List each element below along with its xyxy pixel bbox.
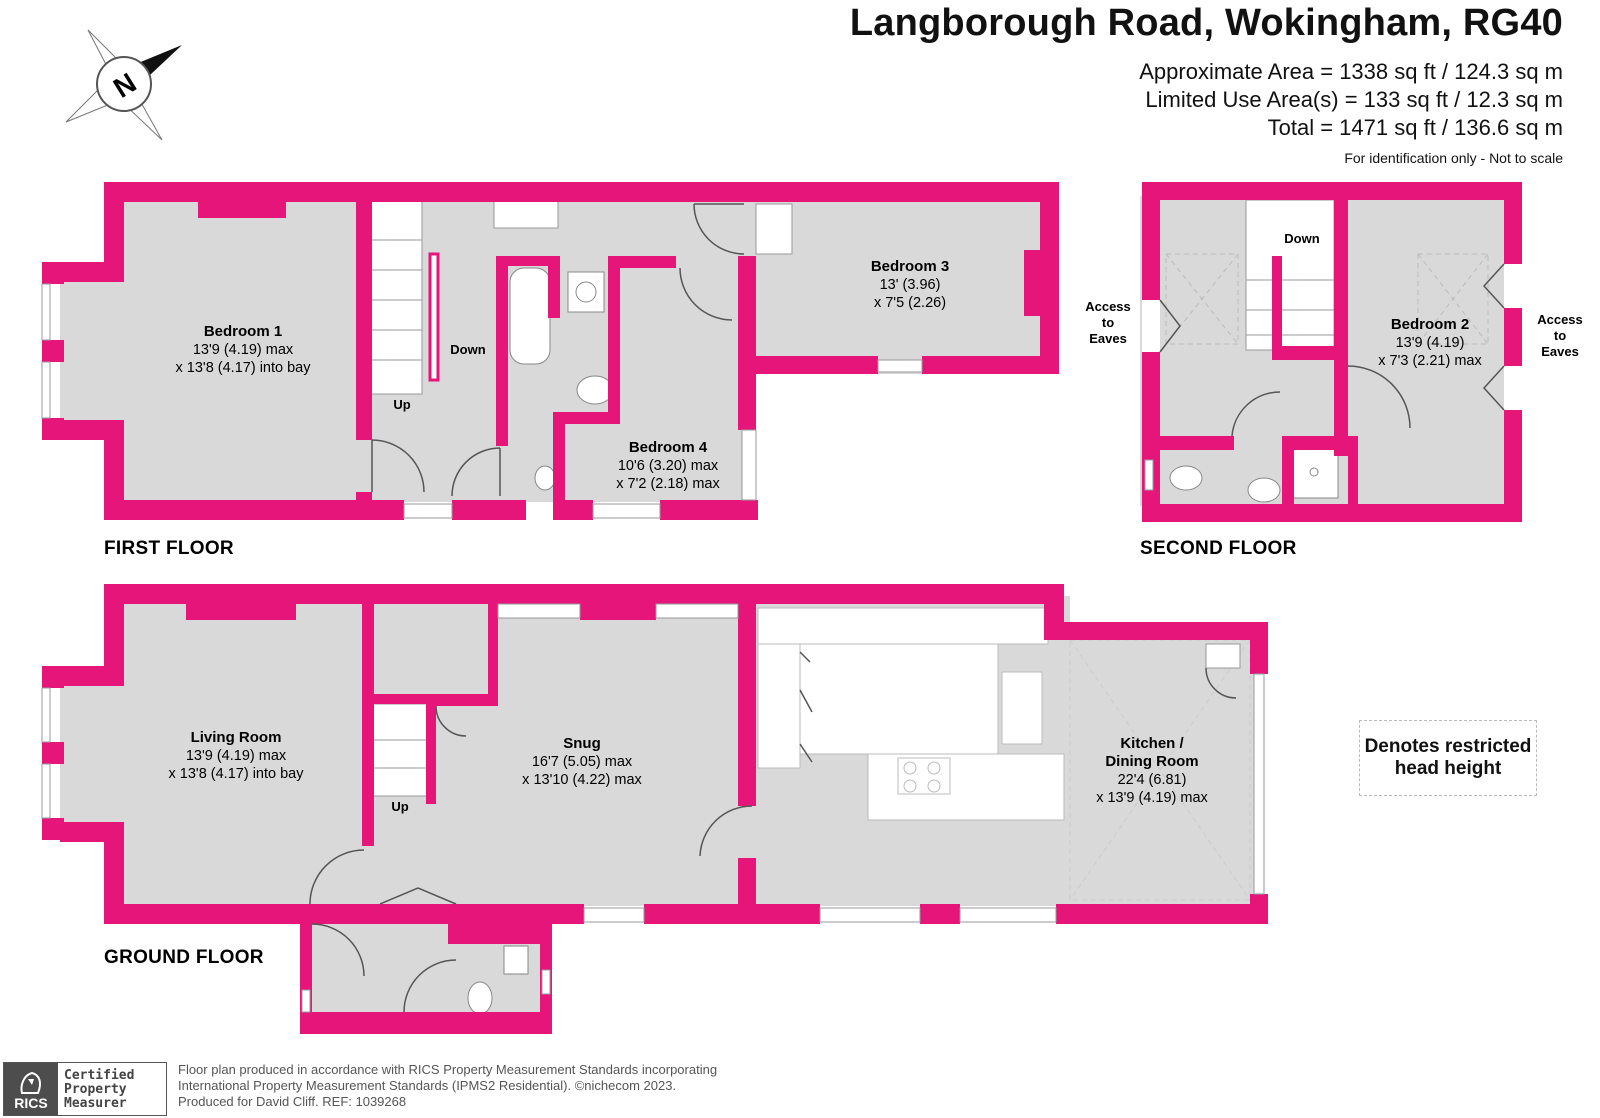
- bedroom3-name: Bedroom 3: [871, 258, 949, 275]
- bedroom2-name: Bedroom 2: [1391, 316, 1469, 333]
- snug-name: Snug: [563, 735, 601, 752]
- kitchen-dim-2: x 13'9 (4.19) max: [1096, 790, 1208, 806]
- second-floor-label: SECOND FLOOR: [1140, 538, 1297, 559]
- ground-floor-label: GROUND FLOOR: [104, 947, 264, 968]
- kitchen-name-2: Dining Room: [1105, 753, 1198, 770]
- total-area: Total = 1471 sq ft / 136.6 sq m: [1267, 115, 1563, 140]
- compass-icon: N: [65, 29, 182, 141]
- eaves-left-3: Eaves: [1089, 331, 1127, 346]
- legend-line-2: head height: [1394, 758, 1502, 779]
- bedroom4-name: Bedroom 4: [629, 439, 708, 456]
- page-title: Langborough Road, Wokingham, RG40: [849, 2, 1563, 44]
- bedroom3-dim-2: x 7'5 (2.26): [874, 295, 946, 311]
- legend-line-1: Denotes restricted: [1364, 736, 1532, 757]
- eaves-left-1: Access: [1085, 299, 1131, 314]
- eaves-right-1: Access: [1537, 312, 1583, 327]
- limited-use-area: Limited Use Area(s) = 133 sq ft / 12.3 s…: [1145, 87, 1563, 112]
- first-floor-label: FIRST FLOOR: [104, 538, 234, 559]
- bedroom4-dim-1: 10'6 (3.20) max: [618, 458, 719, 474]
- badge-line-3: Measurer: [64, 1096, 127, 1111]
- ground-stairs-up-label: Up: [391, 799, 408, 814]
- restricted-height-legend: Denotes restricted head height: [1359, 720, 1537, 796]
- snug-dim-2: x 13'10 (4.22) max: [522, 772, 642, 788]
- snug-dim-1: 16'7 (5.05) max: [532, 754, 633, 770]
- first-floor-plan: [41, 182, 1059, 520]
- first-stairs-down-label: Down: [450, 342, 485, 357]
- living-room-dim-1: 13'9 (4.19) max: [186, 748, 287, 764]
- approximate-area: Approximate Area = 1338 sq ft / 124.3 sq…: [1139, 59, 1563, 84]
- second-floor-stairs: [1245, 199, 1335, 351]
- footer-line-3: Produced for David Cliff. REF: 1039268: [178, 1094, 407, 1109]
- living-room-dim-2: x 13'8 (4.17) into bay: [169, 766, 305, 782]
- bedroom1-dim-1: 13'9 (4.19) max: [193, 342, 294, 358]
- living-room-name: Living Room: [191, 729, 282, 746]
- eaves-right-3: Eaves: [1541, 344, 1579, 359]
- ground-floor-plan: [41, 584, 1268, 1034]
- eaves-left-2: to: [1102, 315, 1114, 330]
- badge-line-2: Property: [64, 1082, 127, 1097]
- ground-floor-stairs: [371, 643, 1241, 797]
- scale-note: For identification only - Not to scale: [1344, 150, 1563, 166]
- eaves-right-2: to: [1554, 328, 1566, 343]
- kitchen-name-1: Kitchen /: [1120, 735, 1184, 752]
- badge-line-1: Certified: [64, 1068, 135, 1083]
- bedroom3-dim-1: 13' (3.96): [880, 277, 941, 293]
- second-floor-plan: [1140, 182, 1522, 522]
- first-stairs-up-label: Up: [393, 397, 410, 412]
- rics-badge: RICS Certified Property Measurer: [3, 1062, 167, 1116]
- bedroom1-name: Bedroom 1: [204, 323, 282, 340]
- kitchen-dim-1: 22'4 (6.81): [1118, 772, 1187, 788]
- bedroom2-dim-2: x 7'3 (2.21) max: [1378, 353, 1482, 369]
- footer-line-1: Floor plan produced in accordance with R…: [178, 1062, 718, 1077]
- rics-logo-text: RICS: [14, 1095, 48, 1111]
- bedroom2-dim-1: 13'9 (4.19): [1396, 335, 1465, 351]
- rics-logo-icon: RICS: [4, 1063, 58, 1115]
- footer-line-2: International Property Measurement Stand…: [178, 1078, 677, 1093]
- bedroom1-dim-2: x 13'8 (4.17) into bay: [176, 360, 312, 376]
- kitchen-units: [757, 607, 1065, 821]
- footer-disclaimer: Floor plan produced in accordance with R…: [178, 1062, 717, 1110]
- bedroom4-dim-2: x 7'2 (2.18) max: [616, 476, 720, 492]
- certified-measurer-text: Certified Property Measurer: [58, 1063, 134, 1115]
- second-stairs-down-label: Down: [1284, 231, 1319, 246]
